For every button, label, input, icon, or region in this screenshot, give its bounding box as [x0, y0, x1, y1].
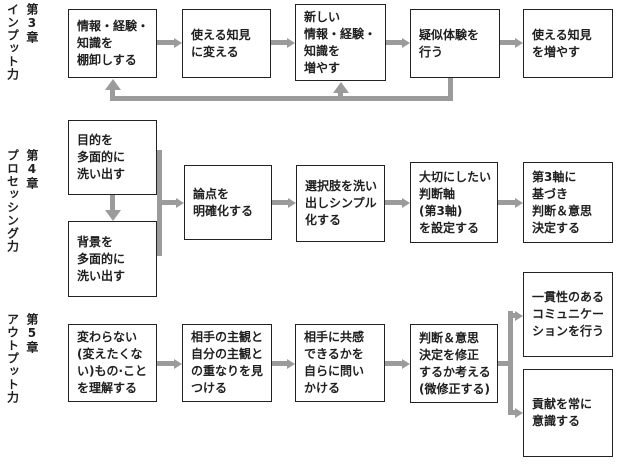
box-decide-by-third-axis: 第3軸に 基づき 判断＆意思 決定する	[523, 162, 613, 243]
box-text: 大切にしたい 判断軸 (第3軸) を設定する	[419, 169, 492, 235]
row2-label: 第4章 プロセッシング力	[5, 149, 38, 253]
branch-vertical-line	[508, 311, 513, 415]
box-text: 疑似体験を 行う	[419, 27, 480, 59]
box-text: 使える知見 を増やす	[532, 27, 592, 59]
box-find-overlap: 相手の主観と 自分の主観と の重なりを見 つける	[182, 324, 272, 402]
box-consistent-communication: 一貫性のある コミュニケー ションを行う	[523, 272, 613, 357]
feedback-horizontal-line	[110, 96, 453, 101]
box-revise-decision: 判断＆意思 決定を修正 するか考える (微修正する)	[410, 324, 498, 403]
arrow-right-icon	[508, 410, 515, 415]
arrow-right-icon	[271, 40, 287, 45]
box-text: 新しい 情報・経験・ 知識を 増やす	[304, 9, 377, 75]
bracket-line	[157, 150, 162, 256]
row1-label: 第3章 インプット力	[5, 3, 38, 81]
box-clarify-purpose: 目的を 多面的に 洗い出す	[68, 120, 157, 195]
box-text: 一貫性のある コミュニケー ションを行う	[532, 290, 605, 338]
box-simulated-experience: 疑似体験を 行う	[410, 9, 500, 78]
arrow-right-icon	[498, 200, 515, 205]
box-simplify-options: 選択肢を洗い 出しシンプル 化する	[296, 165, 385, 242]
row2-chapter-label: 第4章	[24, 149, 39, 190]
arrow-right-icon	[386, 40, 402, 45]
box-text: 相手に共感 できるかを 自らに問い かける	[304, 330, 365, 395]
box-contribution-awareness: 貢献を常に 意識する	[523, 369, 613, 457]
box-text: 判断＆意思 決定を修正 するか考える (微修正する)	[419, 330, 491, 396]
arrow-right-icon	[385, 200, 402, 205]
box-convert-usable-insight: 使える知見 に変える	[182, 9, 271, 78]
arrow-up-icon	[338, 93, 343, 101]
box-set-third-axis: 大切にしたい 判断軸 (第3軸) を設定する	[410, 162, 498, 243]
box-text: 使える知見 に変える	[191, 27, 251, 59]
box-clarify-issues: 論点を 明確化する	[184, 165, 272, 240]
box-understand-unchanging: 変わらない (変えたくな い)もの·こと を理解する	[68, 324, 157, 402]
arrow-right-icon	[157, 361, 174, 366]
row1-skill-label: インプット力	[5, 3, 20, 81]
box-text: 選択肢を洗い 出しシンプル 化する	[305, 179, 378, 227]
arrow-right-icon	[157, 40, 174, 45]
arrow-right-icon	[272, 361, 287, 366]
box-inventory-knowledge: 情報・経験・ 知識を 棚卸しする	[68, 9, 157, 78]
box-clarify-background: 背景を 多面的に 洗い出す	[68, 221, 157, 297]
arrow-right-icon	[508, 313, 515, 318]
box-text: 背景を 多面的に 洗い出す	[77, 234, 126, 283]
arrow-right-icon	[385, 361, 402, 366]
row3-chapter-label: 第5章	[24, 313, 39, 354]
box-ask-empathy: 相手に共感 できるかを 自らに問い かける	[295, 324, 385, 402]
branch-stub-line	[498, 361, 510, 366]
arrow-right-icon	[272, 200, 288, 205]
box-text: 目的を 多面的に 洗い出す	[77, 133, 126, 181]
row2-skill-label: プロセッシング力	[5, 149, 20, 253]
row3-label: 第5章 アウトプット力	[5, 313, 38, 404]
arrow-down-icon	[110, 195, 115, 210]
arrow-up-icon	[110, 90, 115, 101]
feedback-drop-line	[448, 78, 453, 101]
box-text: 論点を 明確化する	[193, 186, 254, 218]
box-increase-usable-insight: 使える知見 を増やす	[523, 9, 613, 78]
row1-chapter-label: 第3章	[24, 3, 39, 44]
arrow-right-icon	[500, 40, 515, 45]
box-text: 第3軸に 基づき 判断＆意思 決定する	[532, 169, 593, 235]
box-text: 変わらない (変えたくな い)もの·こと を理解する	[77, 330, 148, 395]
box-increase-new-info: 新しい 情報・経験・ 知識を 増やす	[295, 4, 386, 81]
box-text: 情報・経験・ 知識を 棚卸しする	[77, 19, 150, 67]
box-text: 相手の主観と 自分の主観と の重なりを見 つける	[191, 330, 264, 395]
arrow-right-icon	[162, 200, 176, 205]
row3-skill-label: アウトプット力	[5, 313, 20, 404]
box-text: 貢献を常に 意識する	[532, 397, 593, 428]
